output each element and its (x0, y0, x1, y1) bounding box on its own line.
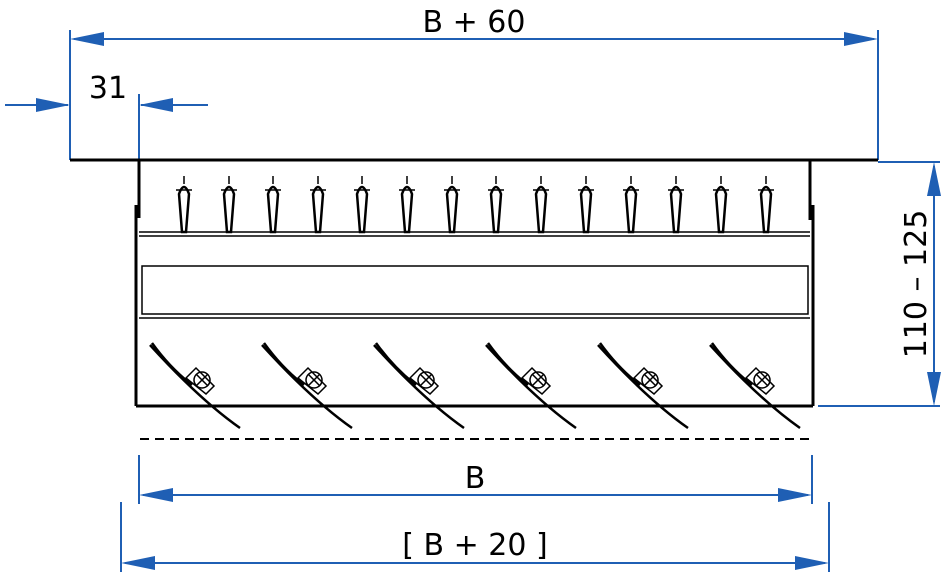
front-blade (533, 176, 549, 234)
front-blade (713, 176, 729, 234)
rear-blades (149, 342, 801, 430)
overall-width-label: B + 60 (423, 5, 526, 40)
rear-blade (149, 342, 241, 430)
rear-blade (373, 342, 465, 430)
front-blade (176, 176, 192, 234)
rear-blade (261, 342, 353, 430)
front-blade (265, 176, 281, 234)
dimension-outer-width: [ B + 20 ] (120, 502, 830, 572)
front-blade (623, 176, 639, 234)
dimension-flange: 31 (5, 71, 208, 162)
front-blade (444, 176, 460, 234)
rear-blade (485, 342, 577, 430)
front-blade (668, 176, 684, 234)
front-blade (354, 176, 370, 234)
front-blade (399, 176, 415, 234)
width-label: B (465, 461, 486, 496)
front-blade (578, 176, 594, 234)
outer-width-label: [ B + 20 ] (402, 528, 547, 563)
height-label: 110 – 125 (899, 210, 934, 359)
front-blade (221, 176, 237, 234)
front-blade (758, 176, 774, 234)
flange-label: 31 (89, 71, 127, 106)
front-blade (310, 176, 326, 234)
rear-blade (597, 342, 689, 430)
dimension-overall-width: B + 60 (69, 5, 879, 160)
front-blade (488, 176, 504, 234)
dimension-width: B (138, 455, 813, 504)
dimension-height: 110 – 125 (818, 161, 941, 407)
rear-blade (709, 342, 801, 430)
grille-body (70, 158, 878, 408)
front-blades (176, 176, 774, 234)
